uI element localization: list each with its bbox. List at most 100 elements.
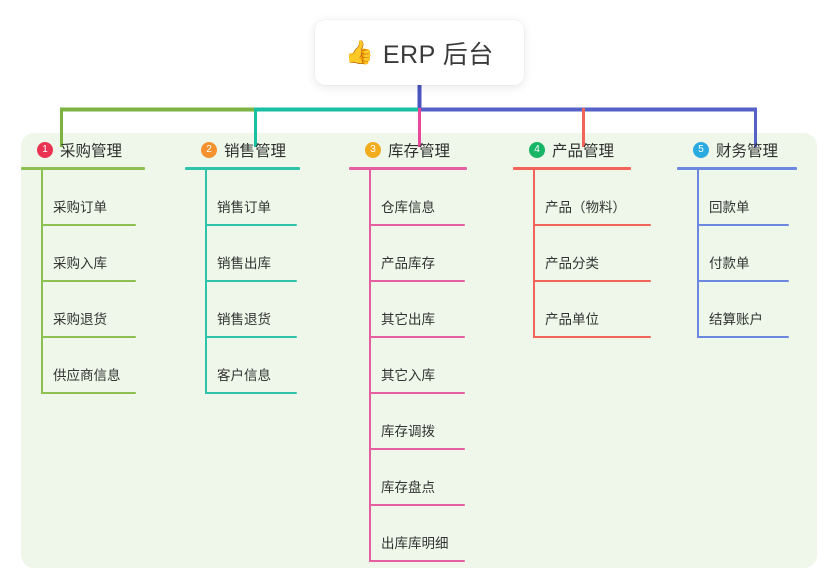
thumbs-up-icon: 👍 xyxy=(345,39,374,65)
menu-item-rule xyxy=(369,280,465,282)
menu-item-rule xyxy=(697,224,789,226)
menu-item-rule xyxy=(369,560,465,562)
menu-item-label: 采购订单 xyxy=(53,200,107,215)
menu-item-rule xyxy=(205,336,297,338)
diagram-panel xyxy=(21,133,817,568)
menu-item-rule xyxy=(533,336,651,338)
menu-item-label: 销售订单 xyxy=(217,200,271,215)
menu-item-label: 产品（物料） xyxy=(545,200,626,215)
menu-item-label: 采购退货 xyxy=(53,312,107,327)
column-header-rule-3 xyxy=(349,167,467,170)
menu-item-rule xyxy=(369,392,465,394)
menu-item-rule xyxy=(369,504,465,506)
menu-item-label: 结算账户 xyxy=(709,312,763,327)
column-header-2[interactable]: 2 销售管理 xyxy=(185,133,345,167)
menu-item[interactable]: 产品单位 xyxy=(533,282,673,338)
menu-item-label: 销售退货 xyxy=(217,312,271,327)
menu-item[interactable]: 结算账户 xyxy=(697,282,827,338)
menu-item-rule xyxy=(41,224,136,226)
column-container: 1 采购管理采购订单采购入库采购退货供应商信息 2 销售管理销售订单销售出库销售退货客… xyxy=(21,133,817,568)
menu-item[interactable]: 出库库明细 xyxy=(369,506,509,562)
column-spine-5 xyxy=(697,170,699,338)
column-title-5: 财务管理 xyxy=(716,143,779,160)
menu-item-rule xyxy=(205,224,297,226)
column-spine-1 xyxy=(41,170,43,394)
menu-item-rule xyxy=(369,336,465,338)
menu-item-label: 销售出库 xyxy=(217,256,271,271)
column-5: 5 财务管理回款单付款单结算账户 xyxy=(677,133,827,338)
column-header-rule-5 xyxy=(677,167,797,170)
menu-item-label: 其它入库 xyxy=(381,368,435,383)
menu-item[interactable]: 仓库信息 xyxy=(369,170,509,226)
menu-item-rule xyxy=(205,392,297,394)
menu-item-label: 采购入库 xyxy=(53,256,107,271)
column-2: 2 销售管理销售订单销售出库销售退货客户信息 xyxy=(185,133,345,394)
column-items-1: 采购订单采购入库采购退货供应商信息 xyxy=(21,170,181,394)
menu-item[interactable]: 销售订单 xyxy=(205,170,345,226)
menu-item-label: 产品单位 xyxy=(545,312,599,327)
menu-item-rule xyxy=(697,336,789,338)
menu-item[interactable]: 其它出库 xyxy=(369,282,509,338)
column-1: 1 采购管理采购订单采购入库采购退货供应商信息 xyxy=(21,133,181,394)
column-badge-2: 2 xyxy=(201,142,217,158)
column-title-2: 销售管理 xyxy=(224,143,287,160)
menu-item[interactable]: 回款单 xyxy=(697,170,827,226)
menu-item-label: 其它出库 xyxy=(381,312,435,327)
column-badge-3: 3 xyxy=(365,142,381,158)
column-items-2: 销售订单销售出库销售退货客户信息 xyxy=(185,170,345,394)
menu-item-label: 客户信息 xyxy=(217,368,271,383)
menu-item[interactable]: 采购退货 xyxy=(41,282,181,338)
menu-item-label: 付款单 xyxy=(709,256,750,271)
menu-item-label: 供应商信息 xyxy=(53,368,121,383)
menu-item[interactable]: 产品（物料） xyxy=(533,170,673,226)
page-title: ERP 后台 xyxy=(382,40,494,69)
menu-item[interactable]: 付款单 xyxy=(697,226,827,282)
column-header-rule-4 xyxy=(513,167,631,170)
column-spine-2 xyxy=(205,170,207,394)
column-badge-4: 4 xyxy=(529,142,545,158)
column-header-1[interactable]: 1 采购管理 xyxy=(21,133,181,167)
menu-item-label: 出库库明细 xyxy=(381,536,449,551)
menu-item[interactable]: 库存调拨 xyxy=(369,394,509,450)
menu-item-label: 库存调拨 xyxy=(381,424,435,439)
menu-item-label: 产品分类 xyxy=(545,256,599,271)
menu-item-rule xyxy=(41,392,136,394)
menu-item[interactable]: 销售退货 xyxy=(205,282,345,338)
column-header-3[interactable]: 3 库存管理 xyxy=(349,133,509,167)
menu-item-rule xyxy=(205,280,297,282)
column-spine-3 xyxy=(369,170,371,562)
column-header-rule-1 xyxy=(21,167,145,170)
menu-item[interactable]: 客户信息 xyxy=(205,338,345,394)
menu-item-rule xyxy=(41,280,136,282)
column-items-5: 回款单付款单结算账户 xyxy=(677,170,827,338)
column-header-5[interactable]: 5 财务管理 xyxy=(677,133,827,167)
menu-item[interactable]: 采购入库 xyxy=(41,226,181,282)
menu-item-rule xyxy=(533,280,651,282)
column-spine-4 xyxy=(533,170,535,338)
column-3: 3 库存管理仓库信息产品库存其它出库其它入库库存调拨库存盘点出库库明细 xyxy=(349,133,509,562)
column-badge-1: 1 xyxy=(37,142,53,158)
menu-item[interactable]: 产品库存 xyxy=(369,226,509,282)
menu-item[interactable]: 采购订单 xyxy=(41,170,181,226)
diagram-title-card: 👍 ERP 后台 xyxy=(315,20,524,85)
menu-item-label: 回款单 xyxy=(709,200,750,215)
menu-item[interactable]: 产品分类 xyxy=(533,226,673,282)
menu-item-rule xyxy=(533,224,651,226)
menu-item-rule xyxy=(41,336,136,338)
menu-item[interactable]: 供应商信息 xyxy=(41,338,181,394)
menu-item[interactable]: 其它入库 xyxy=(369,338,509,394)
menu-item-rule xyxy=(369,224,465,226)
menu-item[interactable]: 销售出库 xyxy=(205,226,345,282)
menu-item-label: 库存盘点 xyxy=(381,480,435,495)
column-items-3: 仓库信息产品库存其它出库其它入库库存调拨库存盘点出库库明细 xyxy=(349,170,509,562)
column-title-1: 采购管理 xyxy=(60,143,123,160)
column-header-4[interactable]: 4 产品管理 xyxy=(513,133,673,167)
column-items-4: 产品（物料） 产品分类产品单位 xyxy=(513,170,673,338)
column-title-4: 产品管理 xyxy=(552,143,615,160)
column-badge-5: 5 xyxy=(693,142,709,158)
menu-item[interactable]: 库存盘点 xyxy=(369,450,509,506)
column-title-3: 库存管理 xyxy=(388,143,451,160)
column-header-rule-2 xyxy=(185,167,300,170)
menu-item-rule xyxy=(697,280,789,282)
